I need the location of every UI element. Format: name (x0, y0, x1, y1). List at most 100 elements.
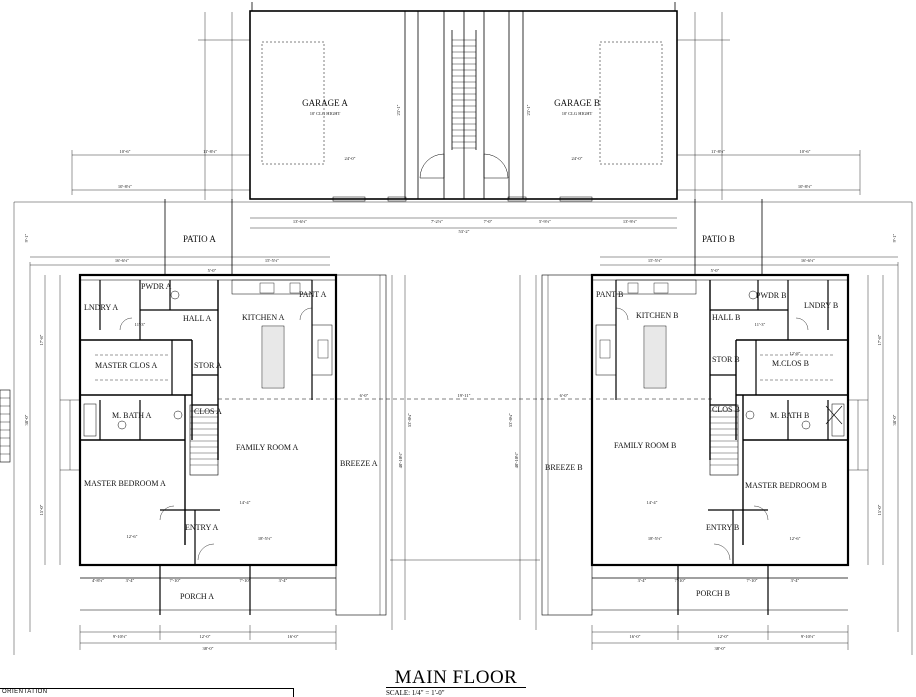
stor-a-label: STOR A (194, 361, 222, 370)
breeze-b-label: BREEZE B (545, 463, 583, 472)
dim-unit-a-top-1: 16'-6½" (115, 258, 129, 263)
dim-unit-a-top-inner: 5'-0" (208, 268, 217, 273)
dim-family-a-width: 14'-4" (240, 500, 251, 505)
garage-a-note: 10' CLG HIGHT (310, 111, 341, 116)
dim-right-top-run: 10'-6" (800, 149, 811, 154)
drawing-scale: SCALE: 1/4" = 1'-0" (386, 689, 445, 697)
m-bath-a-label: M. BATH A (112, 411, 152, 420)
dim-left-top-run2: 11'-8½" (203, 149, 217, 154)
dim-porch-a-run-3: 7'-10" (170, 578, 181, 583)
lndry-a-label: LNDRY A (84, 303, 118, 312)
dim-bottom-b-2: 12'-0" (718, 634, 729, 639)
dim-breeze-b-width: 6'-0" (560, 393, 569, 398)
dim-porch-b-run-4: 3'-4" (791, 578, 800, 583)
dim-garage-b-width: 24'-0" (572, 156, 583, 161)
garage-a-label: GARAGE A (302, 98, 348, 108)
clos-b-label: CLOS B (712, 405, 740, 414)
pant-b-label: PANT B (596, 290, 623, 299)
hall-a-label: HALL A (183, 314, 212, 323)
dim-breeze-a-width: 6'-0" (360, 393, 369, 398)
dim-breeze-a-depth: 40'-10½" (398, 452, 403, 469)
dim-porch-b-run-1: 3'-4" (638, 578, 647, 583)
garage-b-note: 10' CLG HIGHT (562, 111, 593, 116)
dim-clos-b-width: 12'-8" (790, 351, 801, 356)
dim-family-b-width: 14'-4" (647, 500, 658, 505)
master-bedroom-b-label: MASTER BEDROOM B (745, 481, 827, 490)
patio-b-label: PATIO B (702, 234, 735, 244)
orientation-caption: ORIENTATION (2, 689, 48, 695)
dim-porch-b-run-3: 7'-10" (747, 578, 758, 583)
dim-bottom-b-3: 9'-10½" (801, 634, 815, 639)
dim-bottom-a-3: 16'-0" (288, 634, 299, 639)
dim-left-mid-run: 10'-8½" (118, 184, 132, 189)
dim-garage-a-width: 24'-0" (345, 156, 356, 161)
orientation-legend: ORIENTATION (0, 688, 294, 697)
kitchen-a-label: KITCHEN A (242, 313, 285, 322)
drawing-title-block: MAIN FLOOR SCALE: 1/4" = 1'-0" (386, 668, 526, 697)
dim-bedroom-b-width: 12'-6" (790, 536, 801, 541)
porch-a-label: PORCH A (180, 592, 214, 601)
dim-hall-a-width: 11'-3" (135, 322, 146, 327)
breeze-a-label: BREEZE A (340, 459, 378, 468)
clos-a-label: CLOS A (194, 407, 222, 416)
porch-b-label: PORCH B (696, 589, 730, 598)
dim-porch-a-run-1: 4'-8½" (92, 578, 104, 583)
dim-porch-a-run-2: 3'-4" (126, 578, 135, 583)
patio-a-label: PATIO A (183, 234, 216, 244)
breeze-a-outline (335, 274, 387, 616)
dim-unit-b-top-inner: 5'-0" (711, 268, 720, 273)
dim-garage-mid-center: 7'-0" (484, 219, 493, 224)
dim-bottom-a-total: 38'-0" (203, 646, 214, 651)
dim-unit-a-top-2: 15'-5½" (265, 258, 279, 263)
dim-unit-b-top-1: 15'-5½" (648, 258, 662, 263)
hall-b-label: HALL B (712, 313, 740, 322)
drawing-title: MAIN FLOOR (386, 668, 526, 688)
dim-bottom-b-1: 16'-0" (630, 634, 641, 639)
dim-unit-b-side-1: 17'-8" (877, 334, 882, 345)
dim-garage-b-depth: 23'-1" (526, 104, 531, 115)
dim-entry-b-width: 18'-5½" (648, 536, 662, 541)
dim-bottom-a-2: 12'-0" (200, 634, 211, 639)
garage-b-label: GARAGE B (554, 98, 600, 108)
lndry-b-label: LNDRY B (804, 301, 838, 310)
dim-patio-b-depth: 9'-1" (892, 234, 897, 243)
entry-b-label: ENTRY B (706, 523, 739, 532)
pwdr-b-label: PWDR B (756, 291, 786, 300)
dim-bedroom-a-width: 12'-6" (127, 534, 138, 539)
dim-unit-a-depth: 38'-0" (24, 414, 29, 425)
family-room-b-label: FAMILY ROOM B (614, 441, 676, 450)
dim-right-mid-run: 10'-8½" (798, 184, 812, 189)
m-bath-b-label: M. BATH B (770, 411, 809, 420)
master-bedroom-a-label: MASTER BEDROOM A (84, 479, 166, 488)
dim-bottom-b-total: 38'-0" (715, 646, 726, 651)
entry-a-label: ENTRY A (185, 523, 218, 532)
pwdr-a-label: PWDR A (141, 282, 172, 291)
kitchen-b-label: KITCHEN B (636, 311, 678, 320)
dim-porch-a-run-5: 3'-4" (279, 578, 288, 583)
dim-porch-a-run-4: 7'-10" (240, 578, 251, 583)
dim-breeze-b-total: 53'-8¼" (508, 413, 513, 427)
dim-entry-a-width: 18'-5½" (258, 536, 272, 541)
dim-garage-a-depth: 23'-1" (396, 104, 401, 115)
dim-right-top-run2: 11'-8½" (711, 149, 725, 154)
dim-unit-b-depth: 38'-0" (892, 414, 897, 425)
dim-left-top-run: 10'-6" (120, 149, 131, 154)
dim-garage-mid-right: 5'-9½" (539, 219, 551, 224)
dim-garage-left-run: 13'-6½" (293, 219, 307, 224)
dim-center-span: 19'-11" (458, 393, 471, 398)
dim-hall-b-width: 11'-3" (755, 322, 766, 327)
master-clos-a-label: MASTER CLOS A (95, 361, 157, 370)
dim-unit-a-side-2: 15'-0" (39, 504, 44, 515)
dim-bottom-a-1: 9'-10½" (113, 634, 127, 639)
dim-patio-a-depth: 9'-1" (24, 234, 29, 243)
dim-unit-b-top-2: 16'-6½" (801, 258, 815, 263)
m-clos-b-label: M.CLOS B (772, 359, 809, 368)
dim-garage-right-run: 13'-9½" (623, 219, 637, 224)
dim-porch-b-run-2: 7'-10" (675, 578, 686, 583)
family-room-a-label: FAMILY ROOM A (236, 443, 299, 452)
dim-overall-width-top: 53'-2" (459, 229, 470, 234)
breeze-b-outline (541, 274, 593, 616)
dim-unit-a-side-1: 17'-8" (39, 334, 44, 345)
pant-a-label: PANT A (299, 290, 327, 299)
